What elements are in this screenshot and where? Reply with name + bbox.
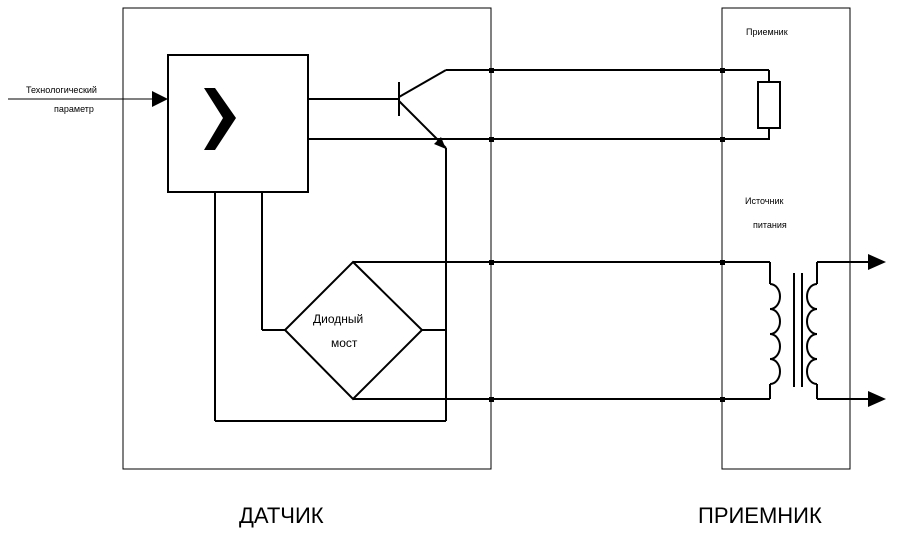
transistor-emitter-arrow-icon: [434, 137, 446, 149]
sensor-block: [122, 7, 492, 470]
power-label-2: питания: [753, 220, 787, 230]
transformer-icon: [769, 262, 818, 399]
bridge-label-1: Диодный: [313, 312, 363, 326]
input-arrow-icon: [152, 91, 168, 107]
resistor-icon: [757, 81, 781, 129]
receiver-block: [721, 7, 851, 470]
receiver-title: ПРИЕМНИК: [698, 503, 822, 528]
amplifier-chevron-icon: [204, 88, 236, 150]
sensor-title: ДАТЧИК: [239, 503, 324, 528]
receiver-small-label: Приемник: [746, 27, 788, 37]
diode-bridge: [283, 260, 424, 401]
junction-dots: [489, 68, 725, 402]
bridge-label-2: мост: [331, 336, 358, 350]
transistor-collector: [398, 69, 447, 98]
output-bottom-arrow-icon: [868, 391, 886, 407]
power-label-1: Источник: [745, 196, 783, 206]
amplifier-block: [167, 54, 309, 193]
tech-param-label-1: Технологический: [26, 85, 97, 95]
tech-param-label-2: параметр: [54, 104, 94, 114]
output-top-arrow-icon: [868, 254, 886, 270]
